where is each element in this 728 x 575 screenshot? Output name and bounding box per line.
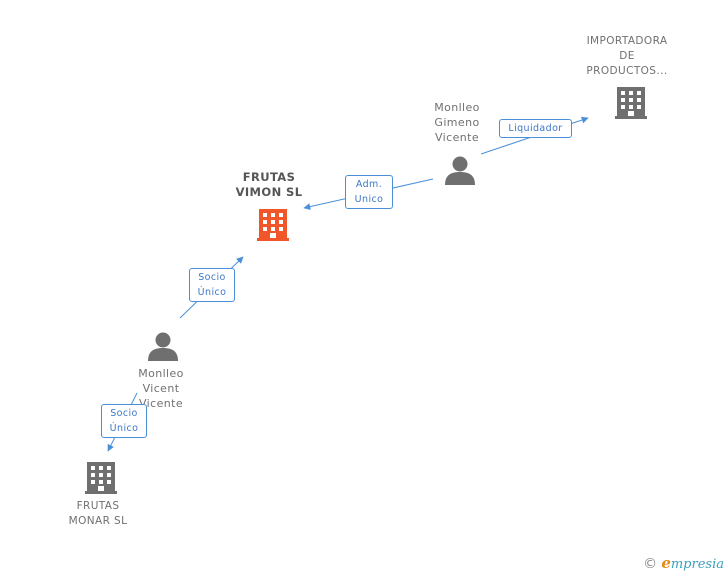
node-frutas-monar-label: FRUTAS MONAR SL xyxy=(68,500,128,527)
building-icon[interactable] xyxy=(615,85,647,119)
building-icon[interactable] xyxy=(257,207,289,241)
empresia-logo: © empresia xyxy=(643,554,724,572)
building-icon[interactable] xyxy=(85,460,117,494)
copyright-icon: © xyxy=(643,556,658,572)
edge-label-socio-unico-1[interactable]: Socio Único xyxy=(189,268,235,302)
node-frutas-vimon-label: FRUTAS VIMON SL xyxy=(235,170,303,199)
edge-label-liquidador[interactable]: Liquidador xyxy=(499,119,572,138)
node-monlleo-vicent-label: Monlleo Vicent Vicente xyxy=(138,367,184,410)
node-monlleo-gimeno-label: Monlleo Gimeno Vicente xyxy=(434,101,480,144)
edge-label-adm-unico[interactable]: Adm. Unico xyxy=(345,175,393,209)
node-importadora-label: IMPORTADORA DE PRODUCTOS... xyxy=(586,35,668,77)
person-icon[interactable] xyxy=(445,156,475,185)
edge-label-socio-unico-2[interactable]: Socio Único xyxy=(101,404,147,438)
person-icon[interactable] xyxy=(148,332,178,361)
